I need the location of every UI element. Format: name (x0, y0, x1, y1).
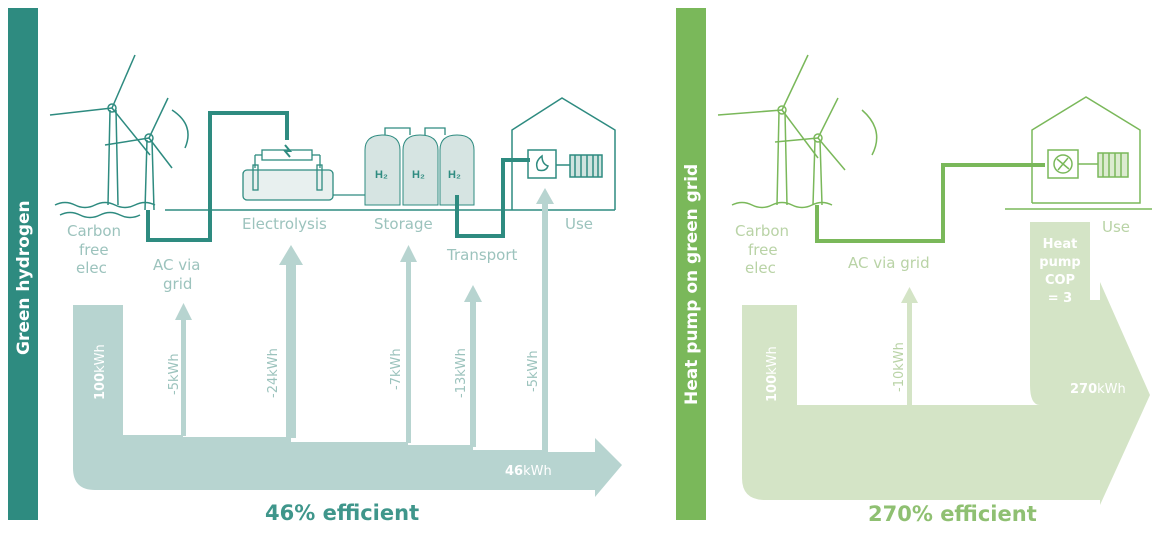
tank-icon: H₂ (402, 134, 439, 206)
wind-turbine-icon (717, 54, 878, 209)
side-bar (8, 8, 38, 520)
cop-text: = 3 (1048, 291, 1072, 306)
power-line (146, 111, 289, 242)
stage-source-label: elec (76, 259, 107, 277)
stage-grid-label: grid (163, 275, 192, 293)
input-energy-label: 100kWh (93, 344, 108, 400)
loss-arrow (901, 287, 918, 406)
power-line (815, 163, 1045, 243)
stage-use-label: Use (565, 215, 593, 233)
stage-source-label: elec (745, 259, 776, 277)
loss-label: -5kWh (526, 350, 541, 392)
cop-text: COP (1045, 273, 1075, 288)
energy-flow-band (73, 305, 622, 497)
loss-arrow (175, 303, 192, 436)
sankey-flow (742, 222, 1150, 505)
loss-label: -13kWh (454, 348, 469, 398)
side-title: Heat pump on green grid (682, 164, 702, 405)
heat-pump-panel: Heat pump on green grid Carbon free elec (676, 8, 1152, 526)
loss-label: -5kWh (167, 353, 182, 395)
cop-text: pump (1039, 255, 1080, 270)
loss-label: -7kWh (389, 348, 404, 390)
stage-source-label: Carbon (735, 222, 789, 240)
stage-source-label: Carbon (67, 222, 121, 240)
house-icon (1031, 96, 1141, 204)
side-bar (676, 8, 706, 520)
house-icon (511, 97, 616, 210)
loss-arrow (400, 245, 417, 443)
stage-grid-label: AC via grid (848, 254, 930, 272)
loss-arrow (279, 245, 303, 438)
loss-label: -10kWh (892, 342, 907, 392)
stage-source-label: free (79, 241, 109, 259)
sankey-flow (73, 188, 622, 497)
tank-label: H₂ (375, 169, 388, 181)
input-energy-label: 100kWh (765, 346, 780, 402)
loss-arrow (536, 188, 554, 452)
heat-pump-cop-label: Heat pump COP = 3 (1039, 237, 1080, 306)
energy-flow-band (742, 222, 1150, 505)
stage-use-label: Use (1102, 218, 1130, 236)
hydrogen-storage-tanks: H₂ H₂ H₂ (355, 127, 475, 206)
loss-label: -24kWh (266, 348, 281, 398)
tank-icon: H₂ (364, 134, 401, 206)
cop-text: Heat (1043, 237, 1078, 252)
efficiency-label: 270% efficient (868, 502, 1037, 526)
efficiency-label: 46% efficient (265, 501, 419, 525)
output-energy-label: 46kWh (505, 464, 552, 479)
stage-source-label: free (748, 241, 778, 259)
wind-turbine-icon (49, 54, 189, 219)
output-energy-label: 270kWh (1070, 382, 1126, 397)
stage-grid-label: AC via (153, 256, 200, 274)
tank-icon: H₂ (439, 134, 475, 206)
green-hydrogen-panel: Green hydrogen H₂ H₂ (8, 8, 622, 525)
side-title: Green hydrogen (14, 200, 34, 355)
tank-label: H₂ (448, 169, 461, 181)
stage-storage-label: Storage (374, 215, 433, 233)
stage-electrolysis-label: Electrolysis (242, 215, 327, 233)
stage-transport-label: Transport (446, 246, 518, 264)
tank-label: H₂ (412, 169, 425, 181)
electrolyser-icon (242, 144, 355, 201)
loss-arrow (464, 285, 482, 447)
